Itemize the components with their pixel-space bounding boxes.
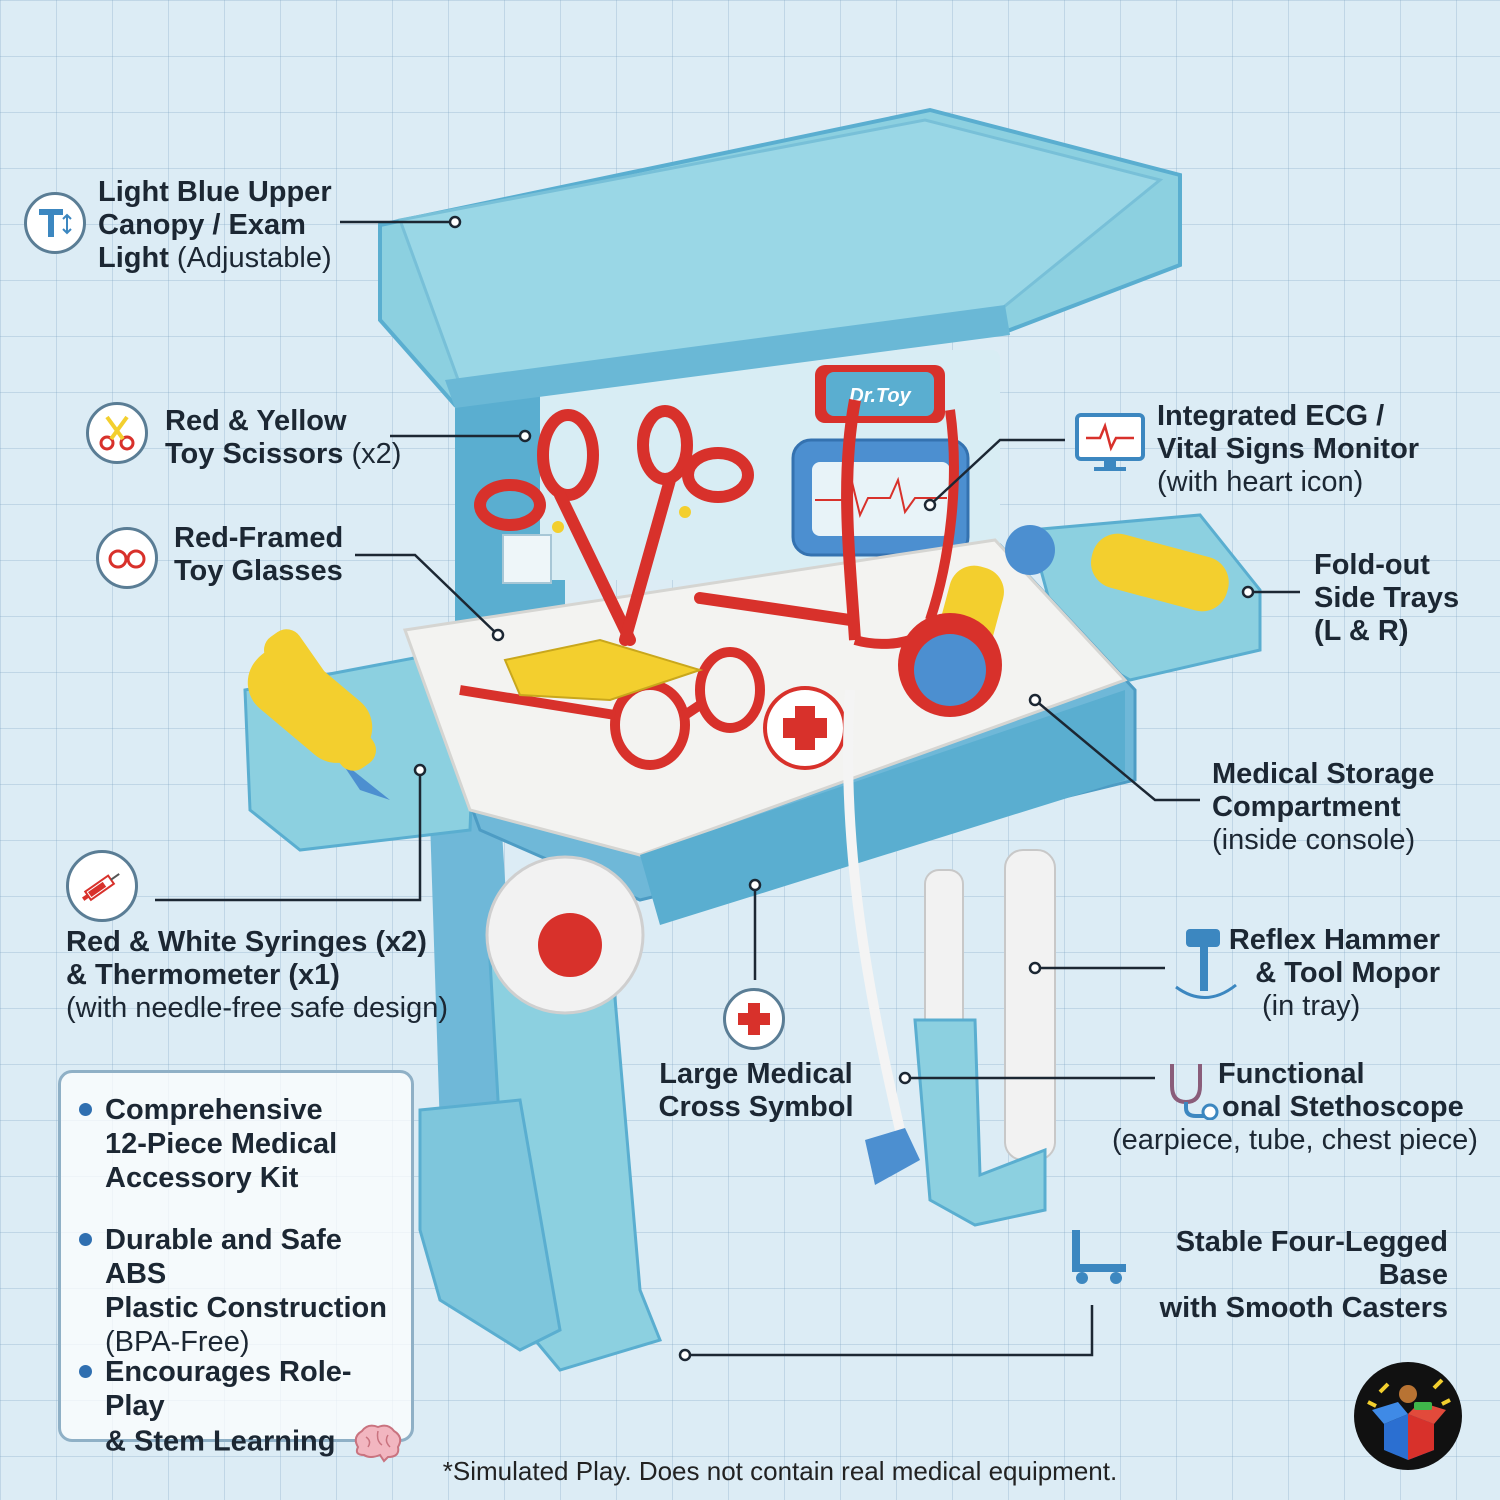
hammer-label: Reflex Hammer & Tool Mopor (in tray): [1200, 924, 1440, 1023]
stethoscope-icon: [1162, 1058, 1222, 1125]
trays-label-line1: Fold-out: [1314, 549, 1430, 581]
toy-stethoscope: [841, 398, 1002, 1185]
stethoscope-label-line2: onal Stethoscope: [1222, 1091, 1464, 1123]
bullet-dot: [79, 1103, 92, 1116]
hammer-label-line2: & Tool Mopor: [1255, 957, 1440, 989]
glasses-label: Red-Framed Toy Glasses: [174, 522, 343, 588]
scissors-label-line1: Red & Yellow: [165, 405, 347, 437]
storage-label-line2: Compartment: [1212, 791, 1401, 823]
exam-light-canopy: [378, 107, 1182, 408]
trays-label-line2: Side Trays: [1314, 582, 1460, 614]
base-casters-icon: [1066, 1224, 1132, 1295]
syringes-label-note: (with needle-free safe design): [66, 992, 449, 1024]
storage-label-note: (inside console): [1212, 824, 1416, 856]
feature-roleplay-line2: & Stem Learning: [105, 1425, 336, 1458]
monitor-icon: [1074, 412, 1146, 479]
cross-label-line1: Large Medical: [659, 1058, 853, 1090]
scissors-label: Red & Yellow Toy Scissors (x2): [165, 405, 401, 471]
bullet-dot: [79, 1233, 92, 1246]
storage-label: Medical Storage Compartment (inside cons…: [1212, 758, 1434, 857]
syringes-label-line1: Red & White Syringes (x2): [66, 926, 427, 958]
features-box: Comprehensive 12-Piece Medical Accessory…: [58, 1070, 414, 1463]
hammer-icon: [1172, 925, 1242, 1012]
ecg-label: Integrated ECG / Vital Signs Monitor (wi…: [1157, 400, 1419, 499]
feature-roleplay: Encourages Role-Play & Stem Learning: [105, 1355, 405, 1463]
syringe-icon: [66, 850, 138, 922]
front-badge: [485, 855, 645, 1015]
syringes-label: Red & White Syringes (x2) & Thermometer …: [66, 926, 448, 1025]
feature-kit: Comprehensive 12-Piece Medical Accessory…: [105, 1093, 405, 1195]
cross-label-line2: Cross Symbol: [658, 1091, 854, 1123]
toy-scissors: [474, 405, 856, 646]
stethoscope-label-note: (earpiece, tube, chest piece): [1112, 1124, 1478, 1156]
brand-logo-icon: [1354, 1362, 1462, 1470]
canopy-label-line1: Light Blue Upper: [98, 176, 332, 208]
disclaimer-footnote: *Simulated Play. Does not contain real m…: [442, 1456, 1118, 1486]
trays-label-line3: (L & R): [1314, 615, 1409, 647]
hammer-label-line1: Reflex Hammer: [1228, 924, 1440, 956]
feature-material-note: (BPA-Free): [105, 1326, 250, 1358]
feature-material-line1: Durable and Safe ABS: [105, 1224, 342, 1290]
stethoscope-label: Functional onal Stethoscope (earpiece, t…: [1112, 1058, 1478, 1157]
canopy-label-line2: Canopy / Exam: [98, 209, 306, 241]
base-label-line2: with Smooth Casters: [1159, 1292, 1448, 1324]
feature-roleplay-line1: Encourages Role-Play: [105, 1356, 352, 1422]
feature-kit-line3: Accessory Kit: [105, 1162, 299, 1194]
base-label-line1: Stable Four-Legged Base: [1175, 1226, 1448, 1291]
station-legs: [418, 800, 1056, 1372]
toy-glasses: [459, 647, 765, 770]
scissors-icon: [86, 402, 148, 464]
brand-sticker-text: Dr.Toy: [849, 385, 911, 407]
canopy-label-note: (Adjustable): [176, 242, 332, 274]
stethoscope-label-line1: Functional: [1218, 1058, 1365, 1090]
feature-kit-line1: Comprehensive: [105, 1094, 323, 1126]
scissors-label-note: (x2): [351, 438, 402, 470]
feature-material: Durable and Safe ABS Plastic Constructio…: [105, 1223, 405, 1359]
base-label: Stable Four-Legged Base with Smooth Cast…: [1100, 1226, 1448, 1325]
glasses-icon: [96, 527, 158, 589]
brain-icon: [354, 1424, 401, 1463]
glasses-label-line2: Toy Glasses: [174, 555, 343, 587]
canopy-label: Light Blue Upper Canopy / Exam Light (Ad…: [98, 176, 332, 275]
syringes-label-line2: & Thermometer (x1): [66, 959, 340, 991]
glasses-label-line1: Red-Framed: [174, 522, 344, 554]
ecg-label-line2: Vital Signs Monitor: [1157, 433, 1420, 465]
storage-label-line1: Medical Storage: [1212, 758, 1435, 790]
hammer-label-note: (in tray): [1262, 990, 1361, 1022]
ecg-label-line1: Integrated ECG /: [1157, 400, 1385, 432]
cross-label: Large Medical Cross Symbol: [656, 1058, 856, 1124]
canopy-label-line3: Light: [98, 242, 169, 274]
feature-kit-line2: 12-Piece Medical: [105, 1128, 338, 1160]
cross-icon: [723, 988, 785, 1050]
bullet-dot: [79, 1365, 92, 1378]
feature-material-line2: Plastic Construction: [105, 1292, 387, 1324]
trays-label: Fold-out Side Trays (L & R): [1314, 549, 1459, 648]
scissors-label-line2: Toy Scissors: [165, 438, 344, 470]
ecg-label-note: (with heart icon): [1157, 466, 1364, 498]
canopy-light-icon: [24, 192, 86, 254]
